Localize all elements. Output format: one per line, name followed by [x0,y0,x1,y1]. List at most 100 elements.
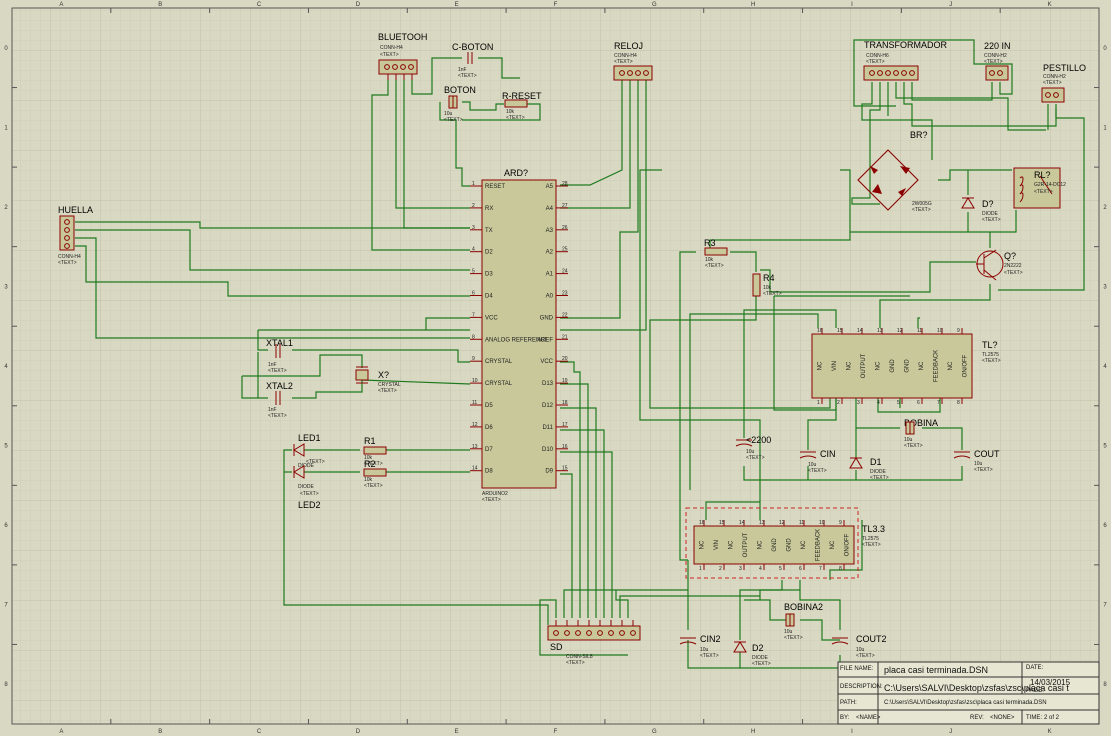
220-in-connector[interactable]: 220 IN CONN-H2 <TEXT> [984,41,1011,81]
rev-label: REV: [970,715,984,721]
date: 14/03/2015 [1030,678,1071,687]
cout2-capacitor[interactable]: COUT2 10u <TEXT> [831,634,887,659]
xtal1-capacitor[interactable]: XTAL1 1nF <TEXT> [266,338,293,374]
arduino-pin-number: 13 [472,444,478,450]
border-col-H-bottom: H [751,729,755,735]
cin-capacitor[interactable]: CIN 10u <TEXT> [799,449,836,474]
bobina2-ref: BOBINA2 [784,602,823,612]
bluetooth-connector[interactable]: BLUETOOH CONN-H4 <TEXT> [378,32,427,80]
wires [75,39,1085,669]
border-row-2-right: 2 [1103,205,1107,211]
border-row-3-right: 3 [1103,284,1107,290]
d2-text: <TEXT> [752,661,771,667]
arduino-pin-number: 20 [562,356,568,362]
border-row-4-left: 4 [4,364,8,370]
transformador-ref: TRANSFORMADOR [864,40,948,50]
arduino-pin-number: 28 [562,181,568,187]
sd-connector[interactable]: SD CONN-SIL8 <TEXT> [547,620,641,666]
arduino-pin-label: D4 [485,294,493,300]
led2-ref: LED2 [298,500,321,510]
pestillo-connector[interactable]: PESTILLO CONN-H2 <TEXT> [1041,63,1086,103]
relay-diode-text: <TEXT> [982,217,1001,223]
border-row-2-left: 2 [4,205,8,211]
boton-switch[interactable]: BOTON 10u <TEXT> [444,85,476,123]
d2-diode[interactable]: D2 DIODE <TEXT> [733,641,771,667]
cout-capacitor[interactable]: COUT 10u <TEXT> [953,449,1000,473]
regulator-pin-number: 16 [699,520,705,526]
d2-ref: D2 [752,643,764,653]
cin2-capacitor[interactable]: CIN2 10u <TEXT> [679,634,721,659]
arduino-pin-number: 12 [472,422,478,428]
bluetooth-value: CONN-H4 [380,45,403,51]
r3-ref: R3 [704,238,716,248]
r-reset-resistor[interactable]: R-RESET 10k <TEXT> [502,91,542,121]
sheet-border [11,7,1100,725]
r1-resistor[interactable]: R1 10k <TEXT> [363,436,387,467]
regulator-pin-label: NC [830,540,836,549]
led2-text: <TEXT> [300,491,319,497]
border-col-I-bottom: I [851,729,853,735]
page-number: 2 of 2 [1044,715,1060,721]
c2200-capacitor[interactable]: <2200 10u <TEXT> [735,435,771,461]
arduino-pin-label: D13 [542,381,554,387]
regulator-pin-label: NC [757,540,763,549]
sd-value: CONN-SIL8 [566,654,593,660]
bridge-rectifier[interactable]: BR? 2W005G <TEXT> [857,130,932,213]
border-col-A-bottom: A [59,729,63,735]
by-label: BY: [840,715,850,721]
arduino-pin-label: RESET [485,184,505,190]
bobina-inductor[interactable]: BOBINA 10u <TEXT> [904,418,938,449]
border-row-5-right: 5 [1103,444,1107,450]
relay-diode[interactable]: D? DIODE <TEXT> [961,197,1001,223]
r3-resistor[interactable]: R3 10k <TEXT> [704,238,728,269]
regulator-pin-label: ON/OFF [963,354,969,377]
transistor[interactable]: Q? 2N2222 <TEXT> [976,249,1023,281]
border-row-3-left: 3 [4,284,8,290]
crystal[interactable]: X? CRYSTAL <TEXT> [355,366,401,394]
led2-diode[interactable]: DIODE <TEXT> LED2 [293,465,321,510]
xtal2-capacitor[interactable]: XTAL2 1nF <TEXT> [266,381,293,419]
regulator-pin-label: NC [817,361,823,370]
border-row-5-left: 5 [4,444,8,450]
bobina2-inductor[interactable]: BOBINA2 10u <TEXT> [784,602,823,641]
regulator-pin-number: 7 [819,566,822,572]
border-col-B-bottom: B [158,729,162,735]
regulator-pin-label: VIN [714,540,720,550]
r4-resistor[interactable]: R4 10k <TEXT> [752,273,782,297]
sd-pins [553,620,636,636]
c-boton-capacitor[interactable]: C-BOTON 1nF <TEXT> [452,42,493,79]
r2-text: <TEXT> [364,483,383,489]
arduino-pin-label: A1 [546,272,554,278]
border-row-8-left: 8 [4,682,8,688]
border-col-A-top: A [59,2,63,8]
regulator-pin-number: 6 [799,566,802,572]
regulator-pin-label: GND [890,359,896,373]
220-in-text: <TEXT> [984,59,1003,65]
bobina-ref: BOBINA [904,418,938,428]
d1-diode[interactable]: D1 DIODE <TEXT> [849,457,889,481]
border-row-6-right: 6 [1103,523,1107,529]
transformador-connector[interactable]: TRANSFORMADOR CONN-H6 <TEXT> [863,40,948,81]
huella-connector[interactable]: HUELLA CONN-H4 <TEXT> [58,205,93,266]
arduino-pin-label: AREF [537,337,553,343]
transformador-text: <TEXT> [866,59,885,65]
relay[interactable]: RL? G2R-14-DC12 <TEXT> [1013,167,1066,209]
regulator-pin-label: NC [728,540,734,549]
regulator-tl33-ref: TL3.3 [862,524,885,534]
crystal-ref: X? [378,370,389,380]
reloj-connector[interactable]: RELOJ CONN-H4 <TEXT> [613,41,653,81]
border-row-1-left: 1 [4,125,8,131]
arduino-pin-number: 2 [472,203,475,209]
arduino-pin-number: 11 [472,400,477,406]
arduino-pin-number: 9 [472,356,475,362]
arduino-pin-number: 26 [562,225,568,231]
led1-diode[interactable]: LED1 DIODE <TEXT> [293,433,325,469]
r2-resistor[interactable]: R2 10k <TEXT> [363,459,387,489]
arduino-pin-number: 6 [472,291,475,297]
boton-value: 10u [444,111,453,117]
regulator-pin-number: 12 [897,328,903,334]
page-label: PAGE: [1026,688,1044,694]
